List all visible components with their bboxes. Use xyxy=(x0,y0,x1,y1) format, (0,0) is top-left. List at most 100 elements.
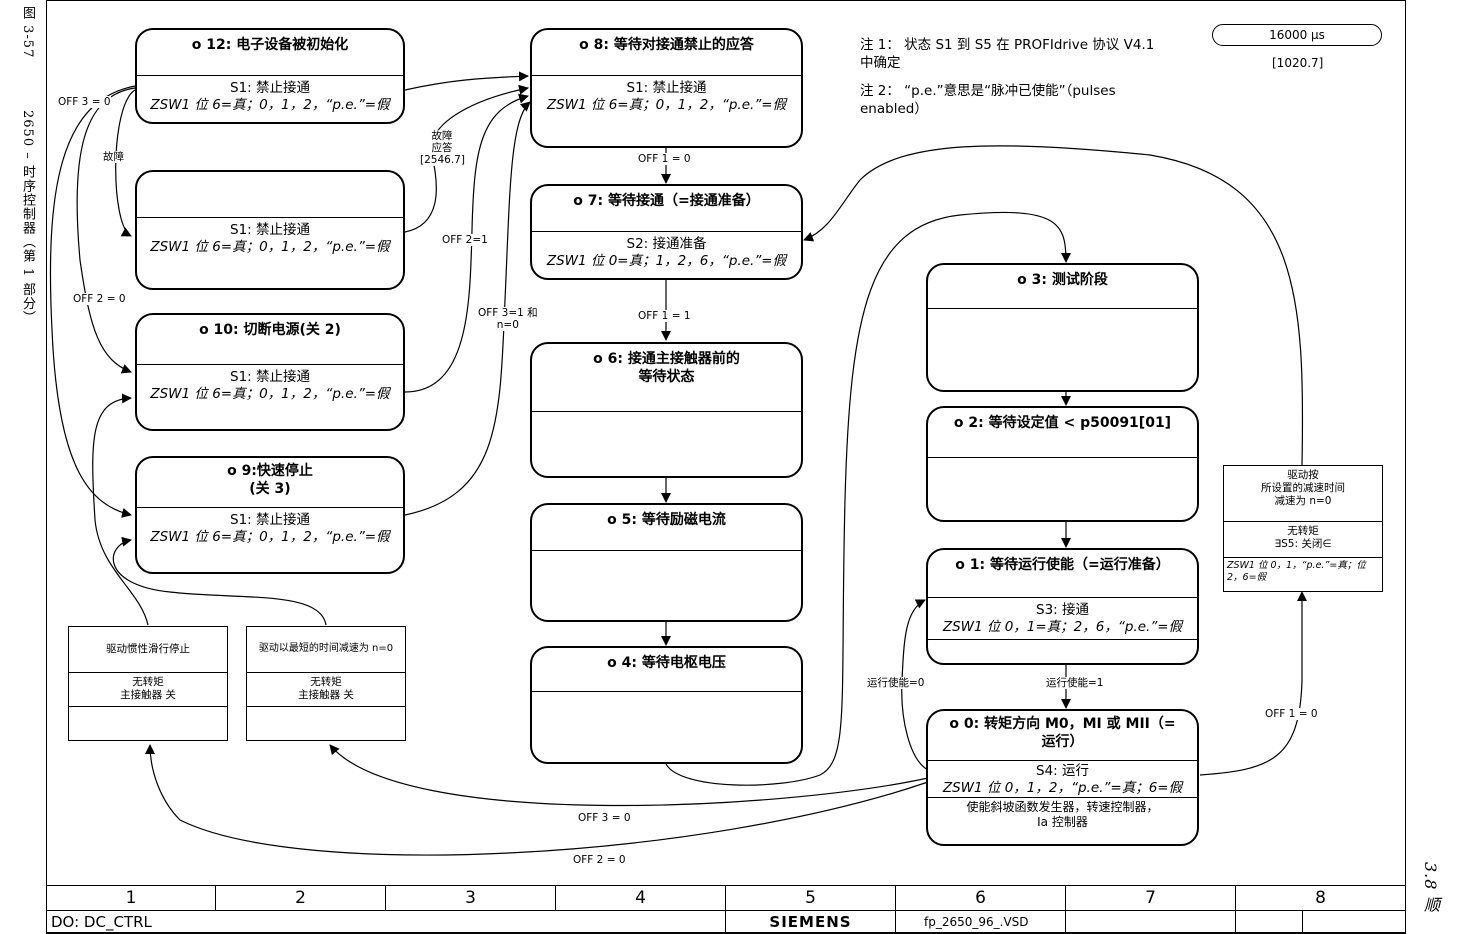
state-zsw1: ZSW1 位 0，1=真；2，6，“p.e.”=假 xyxy=(928,619,1197,640)
arrow-o12-to-fault xyxy=(115,89,136,237)
box-row-2-line-1: 无转矩 xyxy=(132,676,164,688)
state-status: S1: 禁止接通 xyxy=(230,222,310,238)
state-o6: o 6: 接通主接触器前的 等待状态 xyxy=(530,342,803,478)
arrow-fastest-to-o9 xyxy=(112,536,327,626)
box-row-3-line-2: 2，6=假 xyxy=(1227,572,1267,583)
note-1-line-2: 中确定 xyxy=(860,55,901,71)
box-row-2-line-2: 主接触器 关 xyxy=(120,689,176,701)
box-fastest-stop: 驱动以最短的时间减速为 n=0 无转矩 主接触器 关 xyxy=(246,626,406,741)
box-row-2-line-2: ∃S5: 关闭∈ xyxy=(1274,538,1332,550)
state-o12: o 12: 电子设备被初始化 S1: 禁止接通 ZSW1 位 6=真；0，1，2… xyxy=(135,28,405,124)
state-title: o 9:快速停止 (关 3) xyxy=(137,458,403,508)
footer-col-2: 2 xyxy=(215,885,386,911)
state-zsw1: ZSW1 位 0=真；1，2，6，“p.e.”=假 xyxy=(546,253,787,269)
state-o0: o 0: 转矩方向 M0，MI 或 MII（= 运行） S4: 运行 ZSW1 … xyxy=(926,709,1199,846)
state-title: o 10: 切断电源(关 2) xyxy=(137,315,403,365)
arrow-ramp-to-o7 xyxy=(803,145,1304,466)
state-zsw1: ZSW1 位 6=真；0，1，2，“p.e.”=假 xyxy=(546,97,787,113)
box-row-1: 驱动以最短的时间减速为 n=0 xyxy=(247,627,405,673)
label-off1-0-mid: OFF 1 = 0 xyxy=(638,153,691,165)
figure-number: 图 3-57 xyxy=(20,6,35,59)
siemens-logo: SIEMENS xyxy=(725,910,896,934)
label-off3-1-line-2: n=0 xyxy=(496,319,519,331)
label-fault-ack-line-3: [2546.7] xyxy=(420,154,465,166)
state-title-line-2: (关 3) xyxy=(249,481,291,497)
state-o4: o 4: 等待电枢电压 xyxy=(530,646,803,764)
state-title: o 6: 接通主接触器前的 等待状态 xyxy=(532,344,801,412)
state-zsw1: ZSW1 位 6=真；0，1，2，“p.e.”=假 xyxy=(150,97,390,113)
label-off2-0-left: OFF 2 = 0 xyxy=(73,293,126,305)
arrow-o0-to-fastest xyxy=(329,744,929,807)
box-row-1: 驱动按 所设置的减速时间 减速为 n=0 xyxy=(1224,466,1382,522)
arrow-o10-to-o8 xyxy=(404,93,529,393)
note-1-line-1: 注 1： 状态 S1 到 S5 在 PROFIdrive 协议 V4.1 xyxy=(860,37,1155,53)
box-row-2-line-1: 无转矩 xyxy=(1287,525,1319,537)
state-status: S1: 禁止接通 xyxy=(230,369,310,385)
state-title-line-1: o 6: 接通主接触器前的 xyxy=(593,351,740,367)
state-o5: o 5: 等待励磁电流 xyxy=(530,503,803,622)
label-off3-0-top: OFF 3 = 0 xyxy=(58,96,111,108)
footer-grid: 1 2 3 4 5 6 7 8 DO: DC_CTRL SIEMENS fp_2… xyxy=(46,885,1406,934)
label-off3-0-bottom: OFF 3 = 0 xyxy=(578,812,631,824)
label-fault-ack-line-2: 应答 xyxy=(431,142,453,154)
state-fault: S1: 禁止接通 ZSW1 位 6=真；0，1，2，“p.e.”=假 xyxy=(135,170,405,290)
footer-file-name: fp_2650_96_.VSD xyxy=(895,910,1066,934)
label-fault-ack: 故障 应答 [2546.7] xyxy=(420,130,465,166)
state-status: S1: 禁止接通 xyxy=(626,80,707,96)
section-ref: 3.8 顺 xyxy=(1421,862,1440,914)
state-o8: o 8: 等待对接通禁止的应答 S1: 禁止接通 ZSW1 位 6=真；0，1，… xyxy=(530,28,803,148)
label-run-enable-1: 运行使能=1 xyxy=(1046,677,1104,689)
state-title: o 3: 测试阶段 xyxy=(928,265,1197,309)
state-title-line-2: 运行） xyxy=(1041,734,1084,750)
label-off2-0-bottom: OFF 2 = 0 xyxy=(573,854,626,866)
box-row-1-line-2: 所设置的减速时间 xyxy=(1261,482,1345,494)
label-off1-0-right: OFF 1 = 0 xyxy=(1265,708,1318,720)
label-fault-ack-line-1: 故障 xyxy=(431,130,453,142)
label-off3-1-line-1: OFF 3=1 和 xyxy=(478,307,538,319)
state-title: o 5: 等待励磁电流 xyxy=(532,505,801,551)
state-status: S1: 禁止接通 xyxy=(230,512,310,528)
state-title-line-1: o 0: 转矩方向 M0，MI 或 MII（= xyxy=(949,716,1176,732)
state-enable-line-1: 使能斜坡函数发生器，转速控制器， xyxy=(928,797,1197,815)
footer-col-6: 6 xyxy=(895,885,1066,911)
state-zsw1: ZSW1 位 6=真；0，1，2，“p.e.”=假 xyxy=(150,386,390,402)
footer-blank-8a xyxy=(1235,910,1303,934)
box-ramp-stop: 驱动按 所设置的减速时间 减速为 n=0 无转矩 ∃S5: 关闭∈ ZSW1 位… xyxy=(1223,465,1383,592)
arrow-o12-to-o10 xyxy=(76,87,136,374)
state-status: S1: 禁止接通 xyxy=(230,80,310,96)
cycle-time-badge: 16000 µs xyxy=(1212,24,1382,46)
note-2-line-2: enabled） xyxy=(860,101,928,117)
state-title: o 8: 等待对接通禁止的应答 xyxy=(532,30,801,76)
box-row-3-line-1: ZSW1 位 0，1，“p.e.”=真；位 xyxy=(1227,560,1366,571)
figure-caption: 2650 – 时序控制器（第 1 部分） xyxy=(20,110,35,325)
box-row-1-line-3: 减速为 n=0 xyxy=(1274,495,1332,507)
state-title-line-2: 等待状态 xyxy=(638,369,695,385)
state-title: o 12: 电子设备被初始化 xyxy=(137,30,403,76)
label-off1-1-mid: OFF 1 = 1 xyxy=(638,310,691,322)
state-title-line-1: o 9:快速停止 xyxy=(227,463,313,479)
state-enable-line-2: Ia 控制器 xyxy=(1037,815,1088,829)
state-o7: o 7: 等待接通（=接通准备） S2: 接通准备 ZSW1 位 0=真；1，2… xyxy=(530,184,803,280)
state-o2: o 2: 等待设定值 < p50091[01] xyxy=(926,406,1199,522)
label-fault: 故障 xyxy=(103,151,124,163)
footer-col-3: 3 xyxy=(385,885,556,911)
state-title: o 2: 等待设定值 < p50091[01] xyxy=(928,408,1197,458)
cycle-time-ref: [1020.7] xyxy=(1272,56,1324,70)
state-title: o 0: 转矩方向 M0，MI 或 MII（= 运行） xyxy=(928,711,1197,761)
footer-col-1: 1 xyxy=(46,885,216,911)
box-row-2: 无转矩 ∃S5: 关闭∈ xyxy=(1224,522,1382,558)
box-row-2: 无转矩 主接触器 关 xyxy=(69,673,227,707)
arrow-o12-to-o8 xyxy=(404,71,529,91)
state-o9: o 9:快速停止 (关 3) S1: 禁止接通 ZSW1 位 6=真；0，1，2… xyxy=(135,456,405,574)
footer-blank-8b xyxy=(1302,910,1406,934)
arrow-coast-to-o10 xyxy=(92,393,149,626)
arrow-o0-to-ramp xyxy=(1199,591,1307,776)
footer-blank-7 xyxy=(1065,910,1236,934)
box-row-2-line-2: 主接触器 关 xyxy=(298,689,354,701)
state-o1: o 1: 等待运行使能（=运行准备） S3: 接通 ZSW1 位 0，1=真；2… xyxy=(926,548,1199,665)
box-row-1: 驱动惯性滑行停止 xyxy=(69,627,227,673)
state-zsw1: ZSW1 位 6=真；0，1，2，“p.e.”=假 xyxy=(150,239,390,255)
box-row-2-line-1: 无转矩 xyxy=(310,676,342,688)
footer-doc-id: DO: DC_CTRL xyxy=(46,910,726,934)
state-status: S4: 运行 xyxy=(1036,763,1089,779)
